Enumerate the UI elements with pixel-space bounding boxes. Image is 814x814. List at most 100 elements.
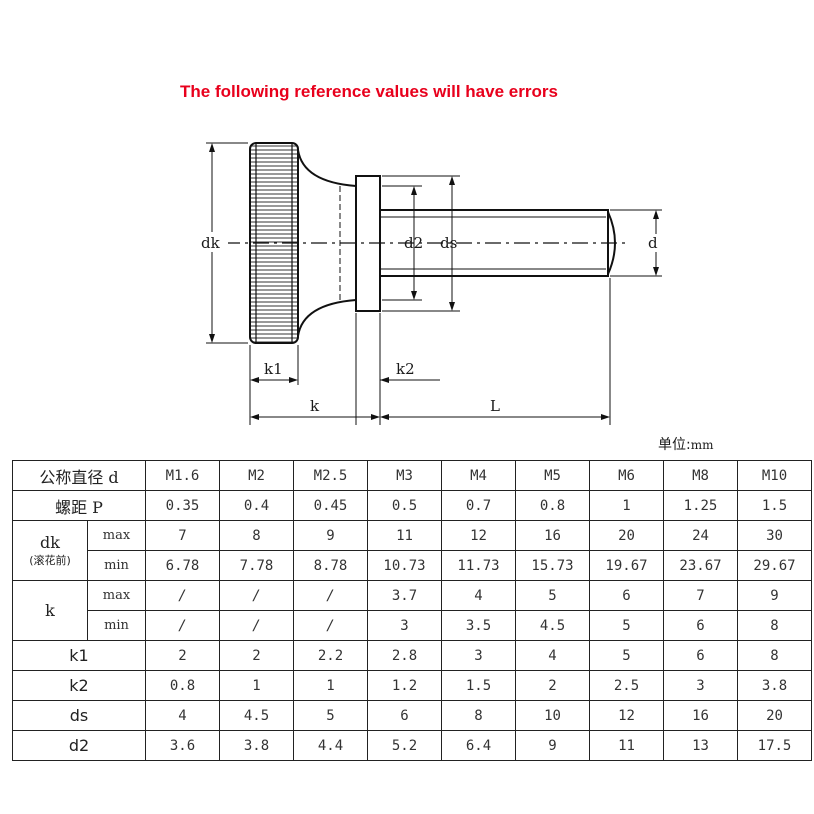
k1-row: k1 2 2 2.2 2.8 3 4 5 6 8 (12, 640, 812, 671)
label-dk: dk (201, 234, 221, 252)
value-cell: 30 (737, 520, 812, 551)
value-cell: 9 (293, 520, 368, 551)
value-cell: 6 (589, 580, 664, 611)
value-cell: 19.67 (589, 550, 664, 581)
value-cell: 1.5 (441, 670, 516, 701)
value-cell: 4 (145, 700, 220, 731)
value-cell: 16 (515, 520, 590, 551)
label-d: d (648, 234, 658, 252)
value-cell: 5.2 (367, 730, 442, 761)
value-cell: 0.45 (293, 490, 368, 521)
value-cell: 15.73 (515, 550, 590, 581)
value-cell: 20 (589, 520, 664, 551)
value-cell: / (145, 610, 220, 641)
value-cell: / (145, 580, 220, 611)
size-cell: M5 (515, 460, 590, 491)
value-cell: 5 (293, 700, 368, 731)
value-cell: 1 (589, 490, 664, 521)
value-cell: 2 (515, 670, 590, 701)
value-cell: 4.5 (219, 700, 294, 731)
value-cell: 4 (441, 580, 516, 611)
value-cell: 11 (589, 730, 664, 761)
value-cell: 8 (219, 520, 294, 551)
value-cell: 12 (589, 700, 664, 731)
k2-row: k2 0.8 1 1 1.2 1.5 2 2.5 3 3.8 (12, 670, 812, 701)
value-cell: 0.7 (441, 490, 516, 521)
value-cell: 9 (737, 580, 812, 611)
value-cell: 3.8 (219, 730, 294, 761)
value-cell: 0.8 (145, 670, 220, 701)
value-cell: 1.2 (367, 670, 442, 701)
size-cell: M3 (367, 460, 442, 491)
label-k1: k1 (264, 360, 283, 378)
value-cell: 5 (589, 610, 664, 641)
value-cell: 2.2 (293, 640, 368, 671)
value-cell: 1.25 (663, 490, 738, 521)
k-min-label: min (87, 610, 146, 641)
value-cell: 6 (663, 610, 738, 641)
dk-max-label: max (87, 520, 146, 551)
value-cell: 2.5 (589, 670, 664, 701)
spec-table: 公称直径 d M1.6 M2 M2.5 M3 M4 M5 M6 M8 M10 螺… (12, 460, 812, 761)
value-cell: 3.5 (441, 610, 516, 641)
value-cell: 8 (441, 700, 516, 731)
label-k: k (310, 397, 320, 415)
value-cell: 6 (367, 700, 442, 731)
value-cell: 8 (737, 610, 812, 641)
value-cell: 10.73 (367, 550, 442, 581)
value-cell: 5 (515, 580, 590, 611)
size-cell: M1.6 (145, 460, 220, 491)
ds-label: ds (12, 700, 146, 731)
value-cell: 2 (145, 640, 220, 671)
warning-text: The following reference values will have… (180, 82, 558, 101)
value-cell: 13 (663, 730, 738, 761)
value-cell: 1 (293, 670, 368, 701)
k-min-row: min / / / 3 3.5 4.5 5 6 8 (13, 610, 812, 641)
value-cell: 3 (441, 640, 516, 671)
value-cell: 10 (515, 700, 590, 731)
value-cell: 24 (663, 520, 738, 551)
value-cell: 2.8 (367, 640, 442, 671)
value-cell: 16 (663, 700, 738, 731)
dk-min-label: min (87, 550, 146, 581)
value-cell: 1.5 (737, 490, 812, 521)
k2-label: k2 (12, 670, 146, 701)
size-cell: M8 (663, 460, 738, 491)
d2-row: d2 3.6 3.8 4.4 5.2 6.4 9 11 13 17.5 (12, 730, 812, 761)
value-cell: 1 (219, 670, 294, 701)
label-k2: k2 (396, 360, 415, 378)
value-cell: 4.4 (293, 730, 368, 761)
neck-fillet (297, 149, 357, 187)
value-cell: 20 (737, 700, 812, 731)
label-d2: d2 (404, 234, 423, 252)
value-cell: 6 (663, 640, 738, 671)
dk-min-row: min 6.78 7.78 8.78 10.73 11.73 15.73 19.… (13, 550, 812, 581)
size-cell: M4 (441, 460, 516, 491)
value-cell: 0.4 (219, 490, 294, 521)
value-cell: 5 (589, 640, 664, 671)
pitch-row: 螺距 P 0.35 0.4 0.45 0.5 0.7 0.8 1 1.25 1.… (12, 490, 812, 521)
thumb-screw-diagram: dk d2 ds d k1 k2 k L (201, 142, 662, 425)
dk-max-row: dk(滚花前) max 7 8 9 11 12 16 20 24 30 (12, 520, 812, 581)
value-cell: 4.5 (515, 610, 590, 641)
value-cell: / (293, 610, 368, 641)
value-cell: 6.78 (145, 550, 220, 581)
unit-label: 单位:mm (658, 437, 714, 453)
value-cell: 7.78 (219, 550, 294, 581)
value-cell: 3 (663, 670, 738, 701)
label-ds: ds (440, 234, 457, 252)
value-cell: 11 (367, 520, 442, 551)
k-max-row: k max / / / 3.7 4 5 6 7 9 (12, 580, 812, 641)
value-cell: 2 (219, 640, 294, 671)
label-L: L (490, 397, 500, 415)
header-row: 公称直径 d M1.6 M2 M2.5 M3 M4 M5 M6 M8 M10 (12, 460, 812, 491)
value-cell: 8 (737, 640, 812, 671)
dk-label: dk(滚花前) (12, 520, 88, 581)
value-cell: 6.4 (441, 730, 516, 761)
pitch-label: 螺距 P (12, 490, 146, 521)
value-cell: 23.67 (663, 550, 738, 581)
value-cell: 17.5 (737, 730, 812, 761)
value-cell: 11.73 (441, 550, 516, 581)
k-label: k (12, 580, 88, 641)
value-cell: 7 (663, 580, 738, 611)
